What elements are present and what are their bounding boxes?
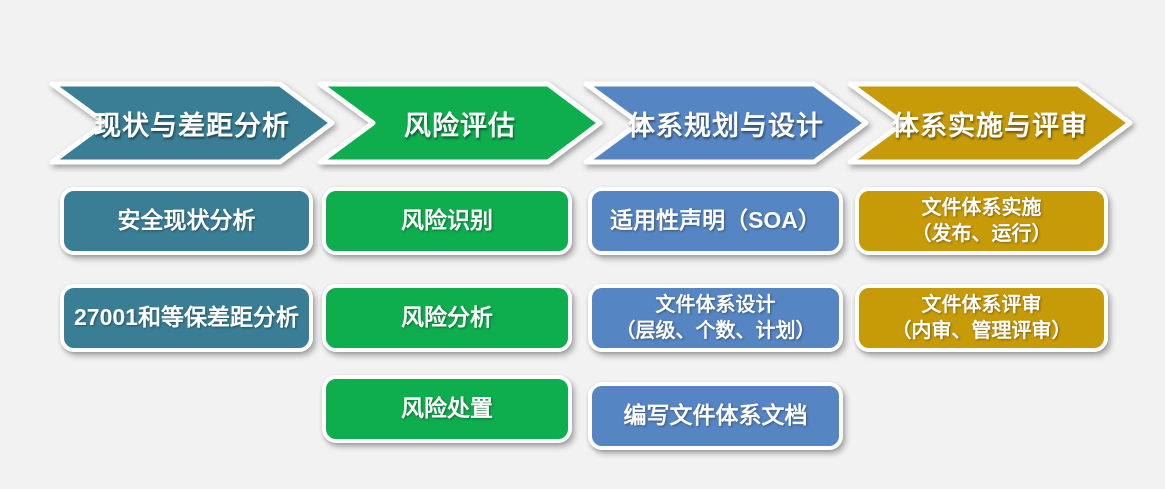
step-label: 27001和等保差距分析 xyxy=(74,304,299,331)
stage-arrow-current-state-gap-analysis: 现状与差距分析 xyxy=(48,80,336,166)
step-box-document-system-writing: 编写文件体系文档 xyxy=(588,382,843,450)
step-box-risk-treatment: 风险处置 xyxy=(322,375,572,443)
step-label-line-1: 文件体系设计 xyxy=(655,294,776,316)
chevron-shape xyxy=(847,81,1133,165)
stage-title: 体系实施与评审 xyxy=(892,110,1088,141)
stage-title: 风险评估 xyxy=(404,110,516,141)
step-box-document-system-review: 文件体系评审 （内审、管理评审） xyxy=(855,284,1108,352)
step-box-soa-statement: 适用性声明（SOA） xyxy=(588,187,843,255)
step-label-line-1: 文件体系实施 xyxy=(921,197,1042,219)
step-box-risk-analysis: 风险分析 xyxy=(322,284,572,352)
chevron-shape xyxy=(317,81,603,165)
chevron-polygon xyxy=(847,81,1133,165)
step-label-line-1: 文件体系评审 xyxy=(921,294,1042,316)
stage-title: 体系规划与设计 xyxy=(628,110,824,141)
step-box-document-system-design: 文件体系设计 （层级、个数、计划） xyxy=(588,284,843,352)
stage-arrow-risk-assessment: 风险评估 xyxy=(316,80,604,166)
chevron-shape xyxy=(49,81,335,165)
step-box-risk-identification: 风险识别 xyxy=(322,187,572,255)
stage-arrow-system-implementation-review: 体系实施与评审 xyxy=(846,80,1134,166)
step-box-document-system-implementation: 文件体系实施 （发布、运行） xyxy=(855,187,1108,255)
step-label-line-2: （发布、运行） xyxy=(911,223,1052,245)
chevron-polygon xyxy=(317,81,603,165)
step-label-line-2: （内审、管理评审） xyxy=(891,320,1072,342)
step-label: 风险处置 xyxy=(401,395,493,422)
stage-arrow-system-planning-design: 体系规划与设计 xyxy=(582,80,870,166)
chevron-polygon xyxy=(49,81,335,165)
step-label-line-2: （层级、个数、计划） xyxy=(615,320,816,342)
step-label: 风险分析 xyxy=(401,304,493,331)
step-box-security-status-analysis: 安全现状分析 xyxy=(60,187,313,255)
chevron-polygon xyxy=(583,81,869,165)
step-box-27001-baseline-gap-analysis: 27001和等保差距分析 xyxy=(60,284,313,352)
chevron-shape xyxy=(583,81,869,165)
step-label: 适用性声明（SOA） xyxy=(610,207,821,234)
step-label: 风险识别 xyxy=(401,207,493,234)
step-label: 编写文件体系文档 xyxy=(623,402,808,429)
step-label: 安全现状分析 xyxy=(117,207,256,234)
stage-title: 现状与差距分析 xyxy=(94,110,290,141)
